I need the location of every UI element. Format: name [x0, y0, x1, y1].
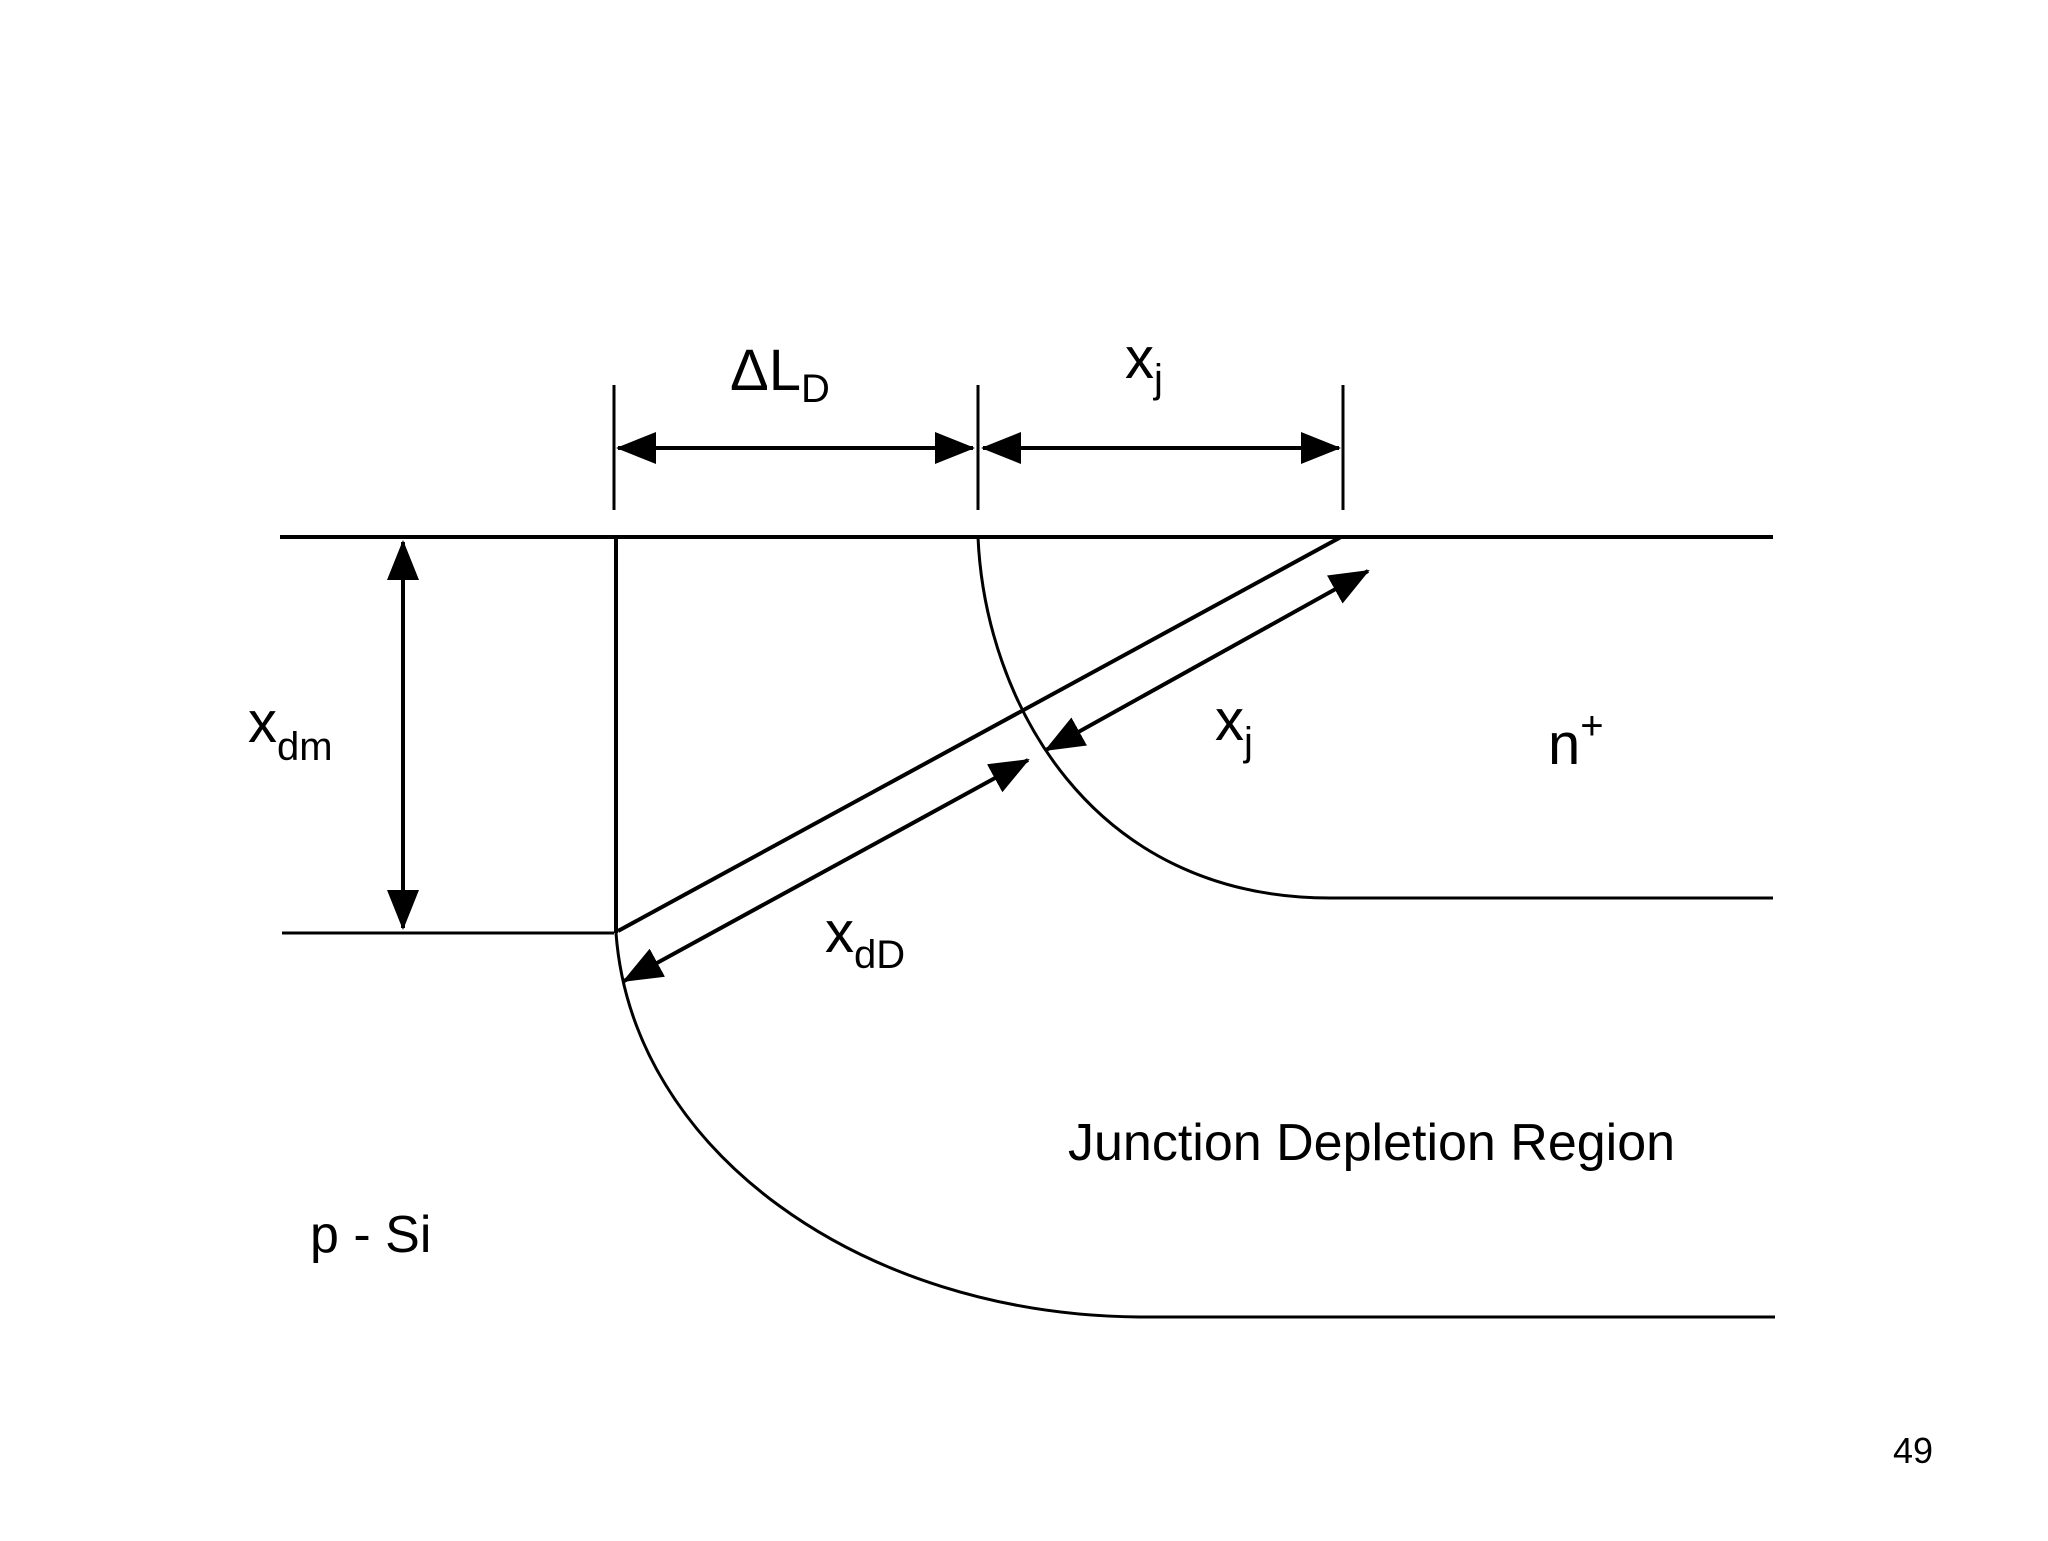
- delta-ld-main: ΔL: [730, 338, 801, 403]
- xdm-main: x: [248, 690, 277, 755]
- junction-region-label: Junction Depletion Region: [1068, 1114, 1675, 1172]
- delta-ld-subscript: D: [801, 367, 830, 411]
- xj-top-subscript: j: [1153, 357, 1163, 401]
- n-plus-superscript: +: [1580, 704, 1603, 748]
- xdd-subscript: dD: [854, 933, 905, 977]
- xj-diagonal-main: x: [1215, 688, 1244, 753]
- xdd-label: xdD: [825, 900, 905, 977]
- xj-diagonal-arrow: [1044, 569, 1370, 752]
- page-number: 49: [1893, 1430, 1933, 1471]
- n-plus-main: n: [1548, 712, 1580, 777]
- n-plus-label: n+: [1548, 704, 1604, 777]
- p-si-label: p - Si: [310, 1206, 431, 1264]
- xj-top-main: x: [1125, 326, 1154, 391]
- xdm-label: xdm: [248, 690, 333, 769]
- xdd-main: x: [825, 900, 854, 965]
- depletion-region-curve: [614, 932, 1775, 1319]
- xdd-arrow: [622, 758, 1030, 983]
- n-plus-junction-curve: [976, 536, 1773, 900]
- xj-diagonal-subscript: j: [1243, 720, 1253, 764]
- xj-diagonal-label: xj: [1215, 688, 1253, 764]
- xdm-subscript: dm: [277, 725, 333, 769]
- delta-ld-label: ΔLD: [730, 338, 830, 411]
- xj-top-label: xj: [1125, 326, 1163, 401]
